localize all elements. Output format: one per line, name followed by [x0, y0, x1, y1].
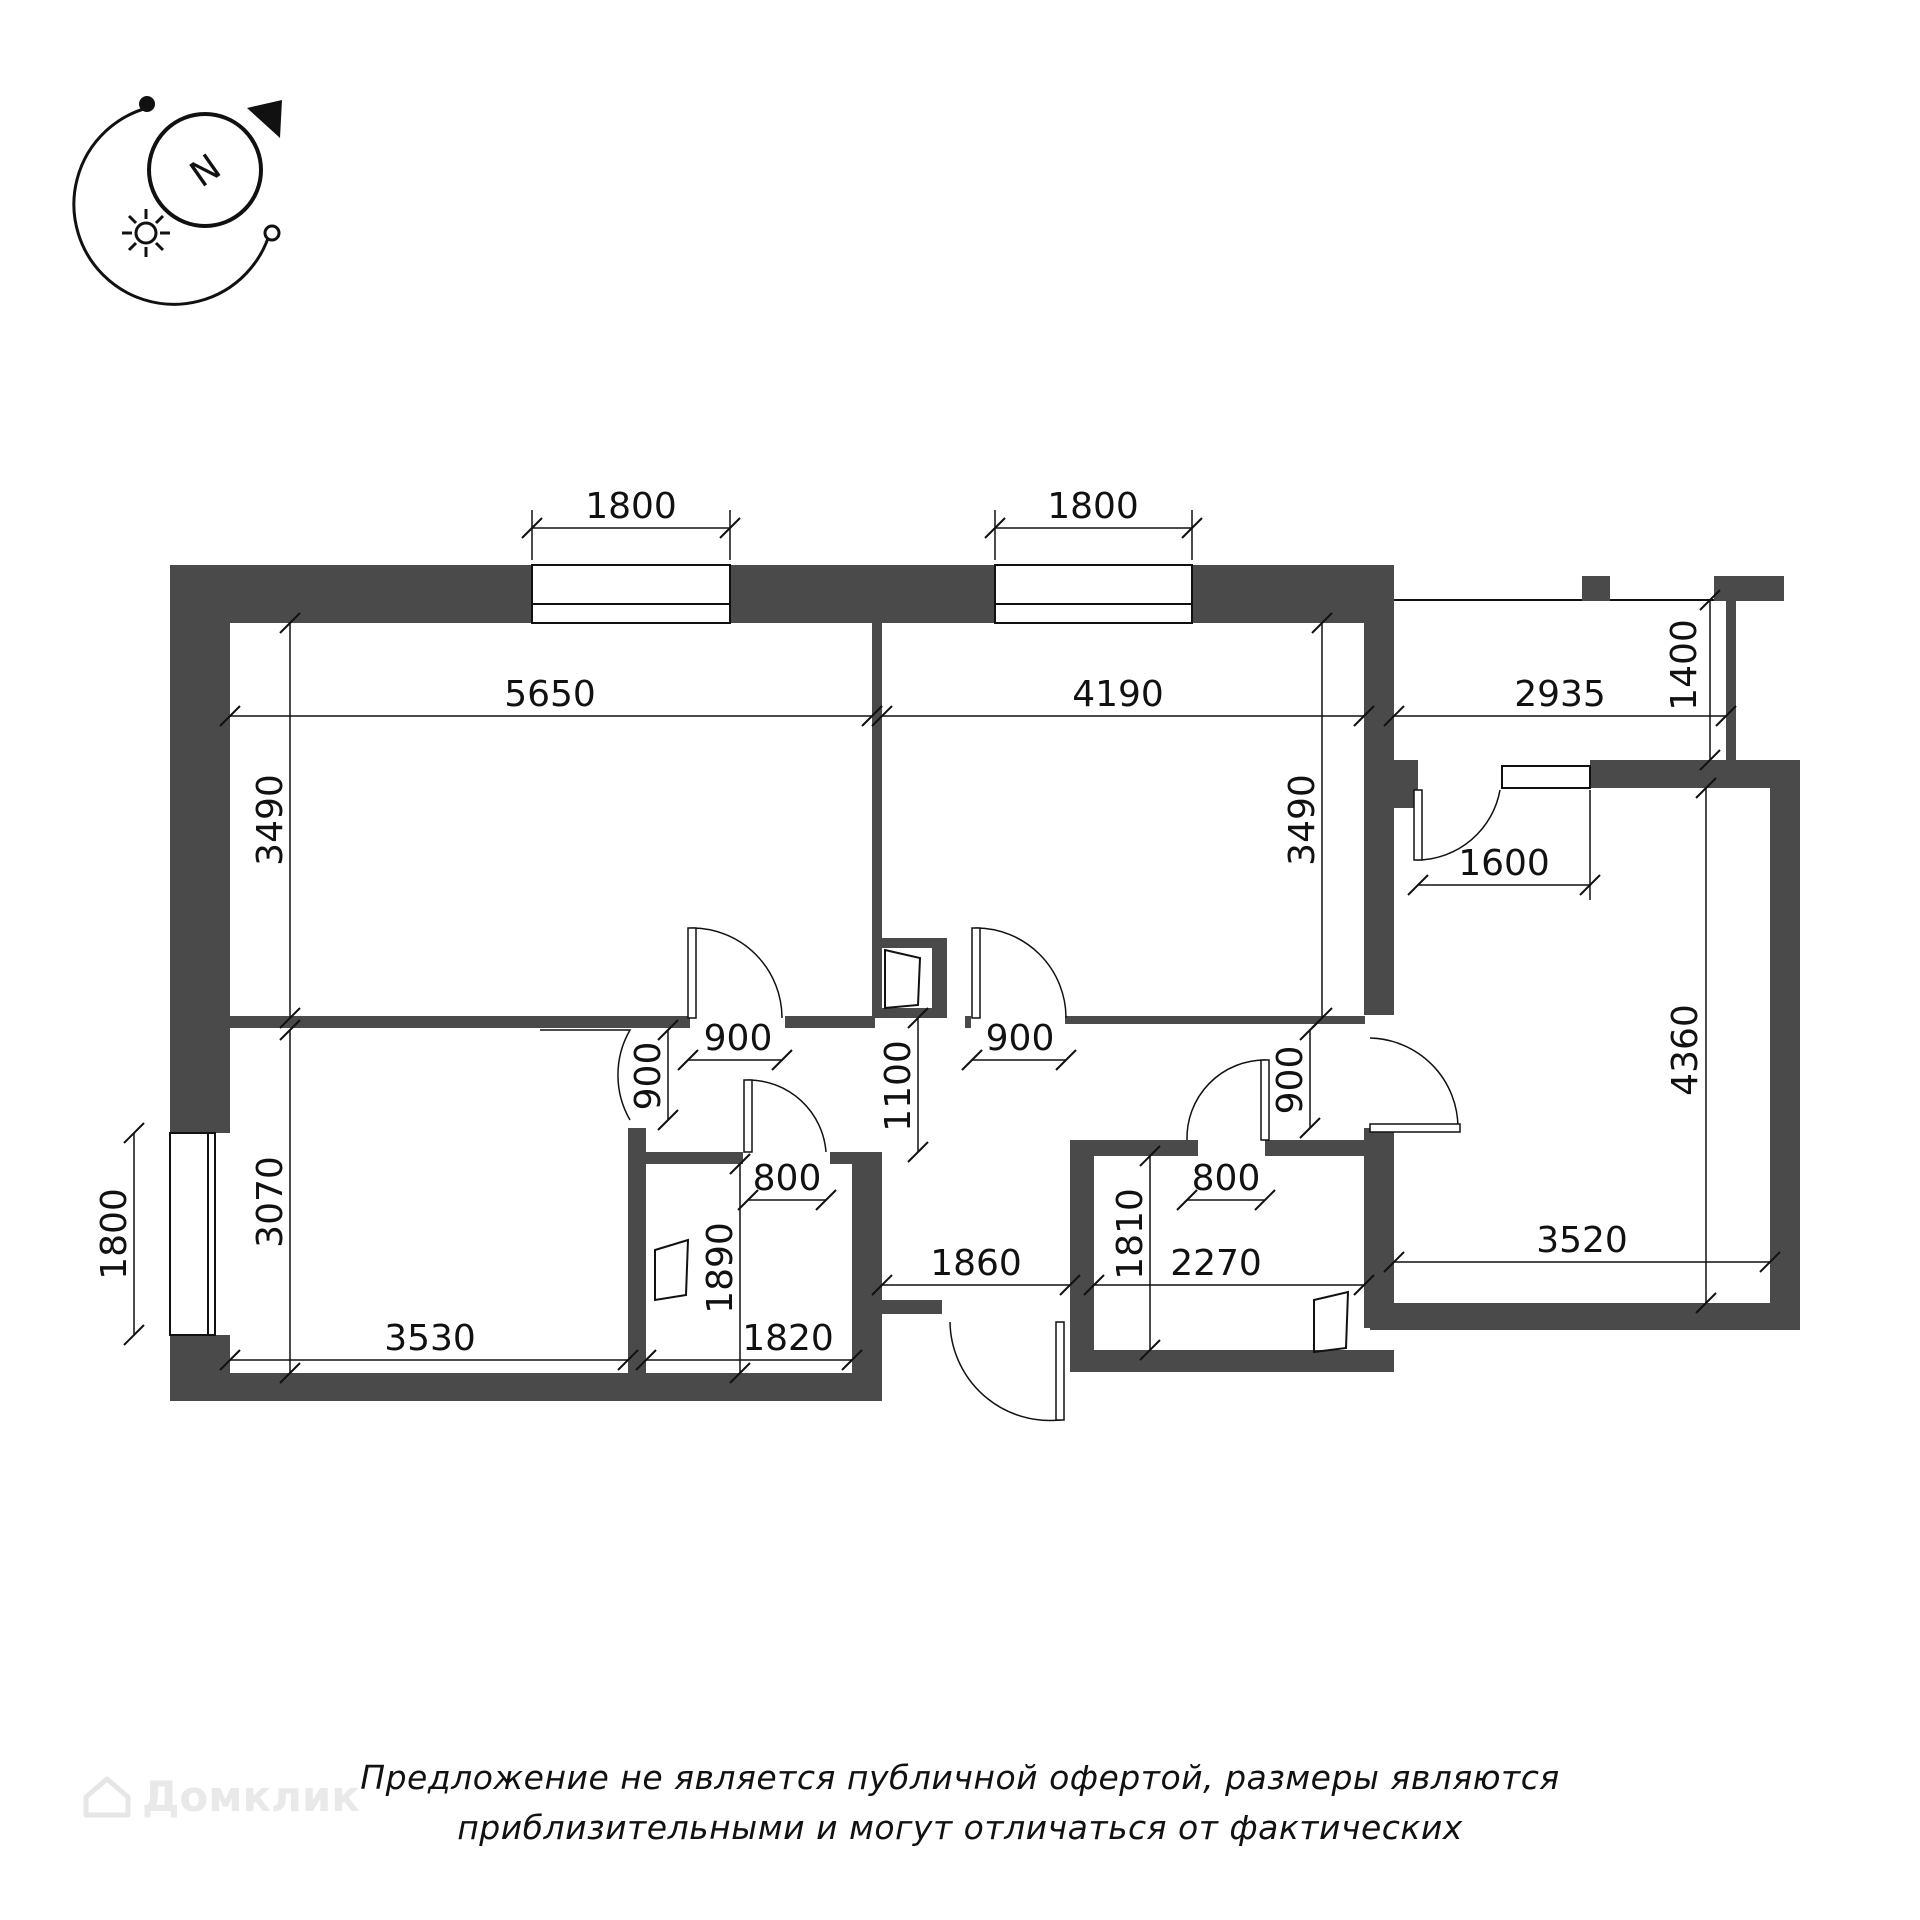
dim-bath-door: 800 — [753, 1158, 822, 1199]
compass-orbit-end — [263, 224, 281, 242]
wall-bath-top2 — [830, 1152, 882, 1164]
dim-room2-width: 4190 — [1072, 674, 1164, 715]
fixtures — [654, 948, 1350, 1354]
dim-kitchen-height: 4360 — [1665, 1004, 1706, 1096]
wall-balcony-stub — [1364, 760, 1418, 808]
sun-icon — [122, 209, 170, 257]
dim-hall-length: 1860 — [930, 1243, 1022, 1284]
door-entrance — [949, 1321, 1061, 1422]
door-room3 — [540, 1029, 632, 1121]
wall-partition-mid — [230, 1016, 690, 1028]
window-balcony-door — [1501, 765, 1591, 789]
vent-shaft-inner — [882, 948, 932, 1008]
wall-wc-top-right — [1265, 1140, 1375, 1156]
wall-hall-stub2 — [872, 1300, 942, 1314]
doors — [540, 789, 1501, 1422]
wall-partition-rooms — [872, 623, 882, 1018]
balcony-post-1 — [1582, 576, 1610, 601]
wall-partition-mid3 — [965, 1016, 971, 1028]
wall-wc-left — [1070, 1140, 1094, 1372]
dim-balcony-width: 2935 — [1514, 674, 1606, 715]
dim-window-top-right: 1800 — [1047, 486, 1139, 527]
compass-orbit — [72, 106, 272, 306]
compass-north-label: N — [183, 147, 229, 196]
dim-wc-width: 2270 — [1170, 1243, 1262, 1284]
dim-room3-height: 3070 — [250, 1156, 291, 1248]
dim-room1-width: 5650 — [504, 674, 596, 715]
door-wc — [1186, 1059, 1266, 1141]
wall-partition-mid4 — [1065, 1016, 1365, 1024]
wall-bottom-left — [170, 1373, 882, 1401]
wall-top-left — [170, 565, 532, 623]
dim-room2-height: 3490 — [1282, 774, 1323, 866]
dim-door-kitchen: 900 — [1270, 1046, 1311, 1115]
vent-fixture-icon — [884, 948, 922, 1010]
dim-room3-width: 3530 — [384, 1318, 476, 1359]
dim-door-room3: 900 — [628, 1042, 669, 1111]
door-room1 — [691, 927, 783, 1019]
window-top-right — [994, 564, 1193, 624]
wall-hall-stub3 — [1070, 1298, 1094, 1318]
balcony-post-2 — [1714, 576, 1784, 601]
dim-window-top-left: 1800 — [585, 486, 677, 527]
dim-bath-width: 1820 — [742, 1318, 834, 1359]
compass-orbit-dot — [139, 96, 155, 112]
dimension-ticks — [123, 517, 1781, 1384]
wall-room3-right — [628, 1128, 646, 1373]
wall-top-right — [1192, 565, 1394, 623]
bath-sink-icon — [654, 1238, 690, 1302]
dim-door-room2: 900 — [986, 1018, 1055, 1059]
door-bath — [747, 1079, 827, 1153]
door-room2 — [975, 927, 1067, 1019]
dim-wc-door: 800 — [1192, 1158, 1261, 1199]
dimension-lines — [133, 510, 1770, 1373]
compass: N — [72, 96, 282, 306]
dim-kitchen-width: 3520 — [1536, 1220, 1628, 1261]
dim-window-left: 1800 — [94, 1188, 135, 1280]
dim-door-room1: 900 — [704, 1018, 773, 1059]
dim-balcony-door: 1600 — [1458, 843, 1550, 884]
wall-kitchen-bottom — [1370, 1303, 1800, 1330]
wall-bath-top — [628, 1152, 743, 1164]
door-balcony — [1417, 789, 1501, 861]
wc-fixture-icon — [1313, 1290, 1350, 1354]
compass-ring — [147, 112, 263, 228]
dim-room1-height: 3490 — [250, 774, 291, 866]
door-kitchen — [1369, 1037, 1459, 1129]
house-icon — [83, 1776, 131, 1817]
wall-kitchen-top — [1590, 760, 1790, 788]
wall-bath-right — [852, 1160, 882, 1401]
window-top-left — [531, 564, 731, 624]
wall-kitchen-right — [1770, 760, 1800, 1330]
dim-balcony-depth: 1400 — [1664, 619, 1705, 711]
wall-top-mid — [730, 565, 995, 623]
wall-wc-top — [1070, 1140, 1198, 1156]
dim-wc-height: 1810 — [1110, 1188, 1151, 1280]
walls — [170, 565, 1800, 1401]
windows — [169, 564, 1714, 1336]
dimension-labels: 1800 1800 5650 4190 2935 1400 3490 3490 … — [94, 486, 1706, 1359]
wall-wc-bottom — [1070, 1350, 1394, 1372]
dim-bath-height: 1890 — [700, 1222, 741, 1314]
wall-left-upper — [170, 565, 230, 1133]
watermark: Домклик — [82, 1772, 360, 1821]
balcony-post-3 — [1726, 576, 1736, 762]
north-arrow-icon — [247, 100, 282, 138]
wall-kitchen-left — [1364, 1128, 1394, 1328]
dim-hall-width: 1100 — [878, 1040, 919, 1132]
disclaimer-line-2: приблизительными и могут отличаться от ф… — [457, 1808, 1463, 1847]
watermark-brand: Домклик — [142, 1772, 360, 1821]
disclaimer-line-1: Предложение не является публичной оферто… — [360, 1758, 1560, 1797]
wall-partition-mid2 — [785, 1016, 875, 1028]
